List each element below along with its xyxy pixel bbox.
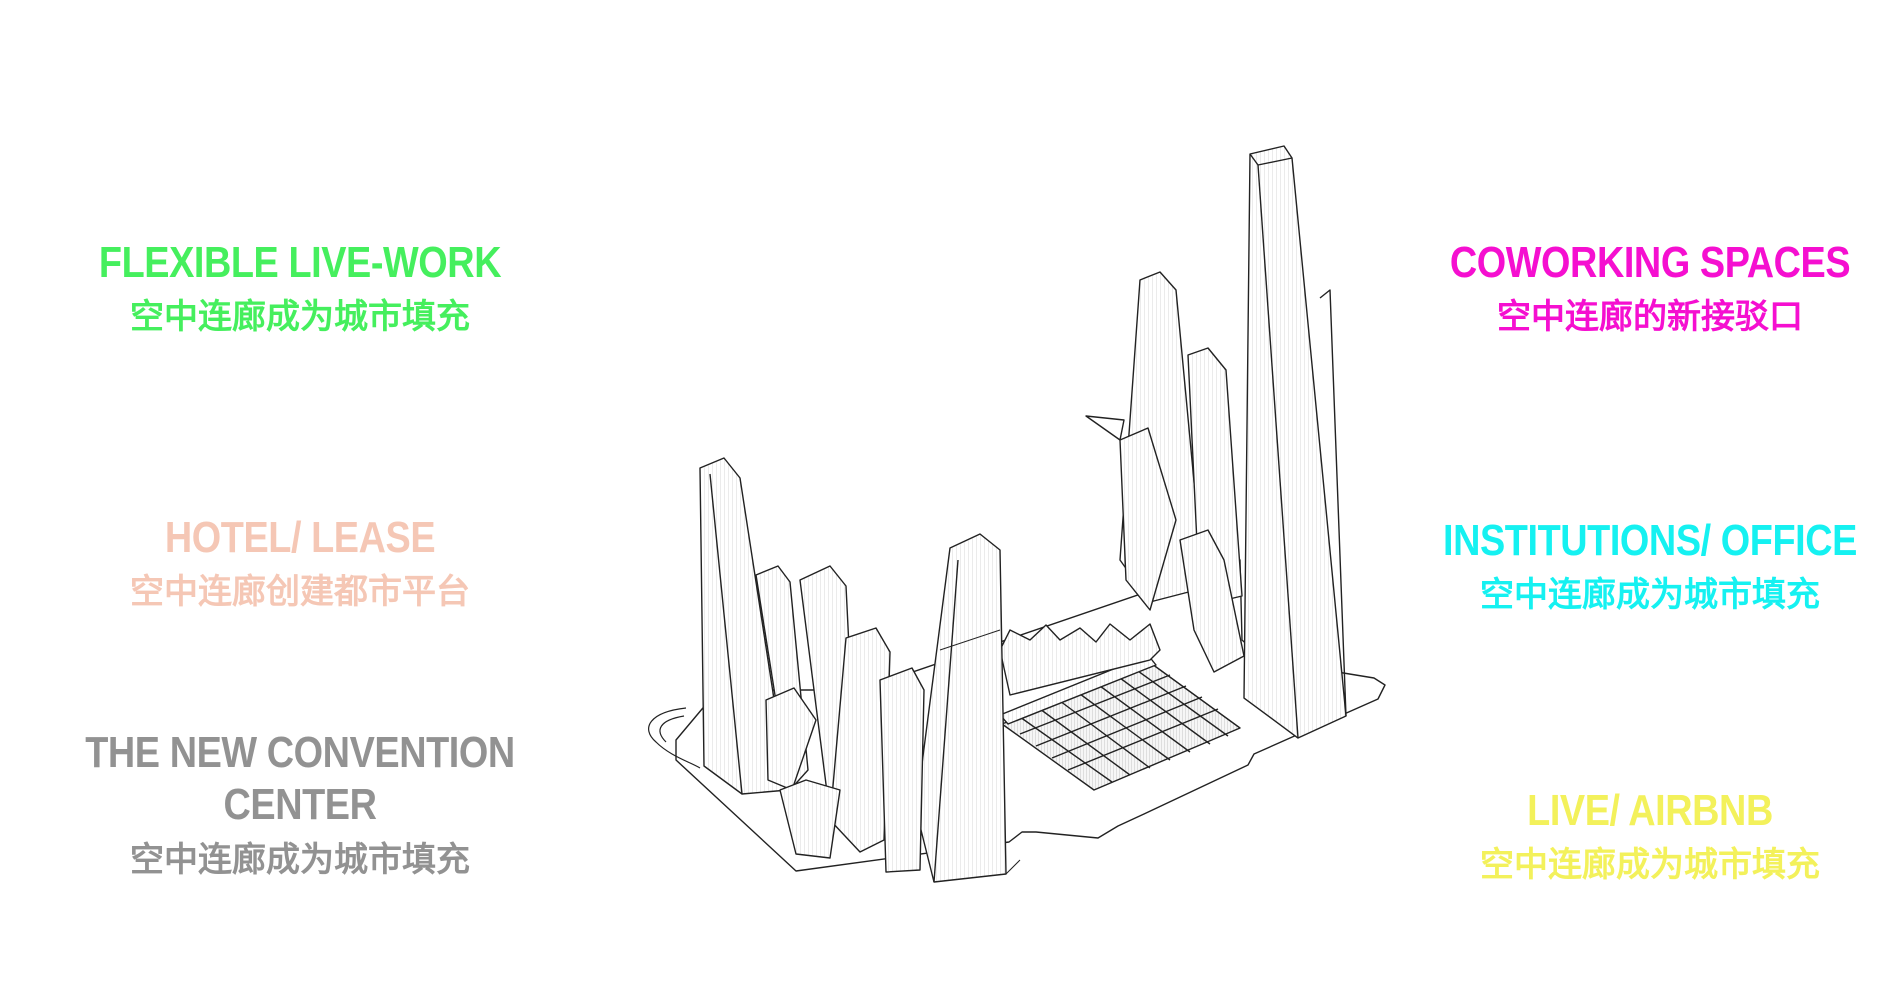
label-hotel-en: HOTEL/ LEASE <box>164 513 436 562</box>
label-institutions-zh: 空中连廊成为城市填充 <box>1480 575 1820 615</box>
label-flexible-live-work: FLEXIBLE LIVE-WORK 空中连廊成为城市填充 <box>40 238 560 340</box>
label-flexible-en: FLEXIBLE LIVE-WORK <box>98 238 502 287</box>
label-convention-en: THE NEW CONVENTION CENTER <box>76 727 523 831</box>
label-live-airbnb: LIVE/ AIRBNB 空中连廊成为城市填充 <box>1390 786 1903 888</box>
label-convention-en-line2: CENTER <box>223 780 377 829</box>
label-flexible-zh: 空中连廊成为城市填充 <box>130 297 470 337</box>
label-live-zh: 空中连廊成为城市填充 <box>1480 845 1820 885</box>
label-convention-center: THE NEW CONVENTION CENTER 空中连廊成为城市填充 <box>40 727 560 883</box>
axonometric-tower-complex-icon <box>648 145 1386 883</box>
tower-left-2 <box>915 533 1007 883</box>
label-convention-en-line1: THE NEW CONVENTION <box>85 728 515 777</box>
plaza-grid <box>999 654 1241 791</box>
label-convention-zh: 空中连廊成为城市填充 <box>130 840 470 880</box>
label-hotel-lease: HOTEL/ LEASE 空中连廊创建都市平台 <box>40 513 560 615</box>
label-hotel-zh: 空中连廊创建都市平台 <box>130 572 470 612</box>
tower-tall <box>1243 145 1347 739</box>
label-institutions-en: INSTITUTIONS/ OFFICE <box>1443 516 1857 565</box>
label-coworking-en: COWORKING SPACES <box>1449 238 1851 287</box>
canopy <box>999 623 1161 696</box>
curved-path <box>648 707 701 769</box>
label-coworking-zh: 空中连廊的新接驳口 <box>1497 297 1803 337</box>
label-institutions-office: INSTITUTIONS/ OFFICE 空中连廊成为城市填充 <box>1390 516 1903 618</box>
label-coworking-spaces: COWORKING SPACES 空中连廊的新接驳口 <box>1390 238 1903 340</box>
label-live-en: LIVE/ AIRBNB <box>1527 786 1773 835</box>
